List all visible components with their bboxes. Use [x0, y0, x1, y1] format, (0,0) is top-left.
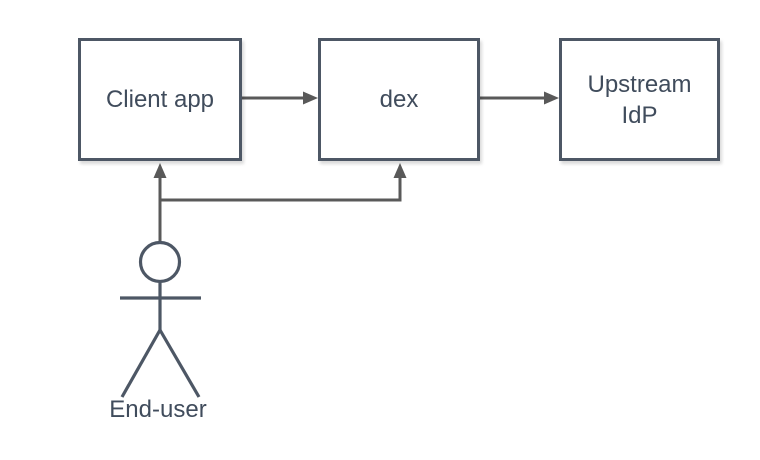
actor-right-leg: [158, 329, 201, 398]
edge-dex-to-upstream-idp: [480, 91, 559, 105]
node-client-app-label: Client app: [105, 85, 215, 113]
actor-left-leg: [120, 329, 162, 398]
arrowhead-right-icon: [303, 91, 318, 105]
node-upstream-idp: Upstream IdP: [559, 38, 720, 161]
node-upstream-idp-label: Upstream IdP: [587, 70, 692, 129]
arrowhead-up-icon: [153, 163, 167, 178]
node-dex: dex: [318, 38, 480, 161]
end-user-actor-figure: [120, 240, 201, 398]
arrowhead-up-icon: [393, 163, 407, 178]
node-dex-label: dex: [379, 85, 419, 113]
edge-client-app-to-dex: [242, 91, 318, 105]
end-user-label: End-user: [109, 396, 207, 423]
node-client-app: Client app: [78, 38, 242, 161]
arrowhead-right-icon: [544, 91, 559, 105]
edge-end-user-to-client-app: [153, 163, 167, 242]
edge-line: [160, 176, 402, 202]
edge-end-user-to-dex: [160, 163, 407, 202]
actor-head: [138, 240, 182, 284]
